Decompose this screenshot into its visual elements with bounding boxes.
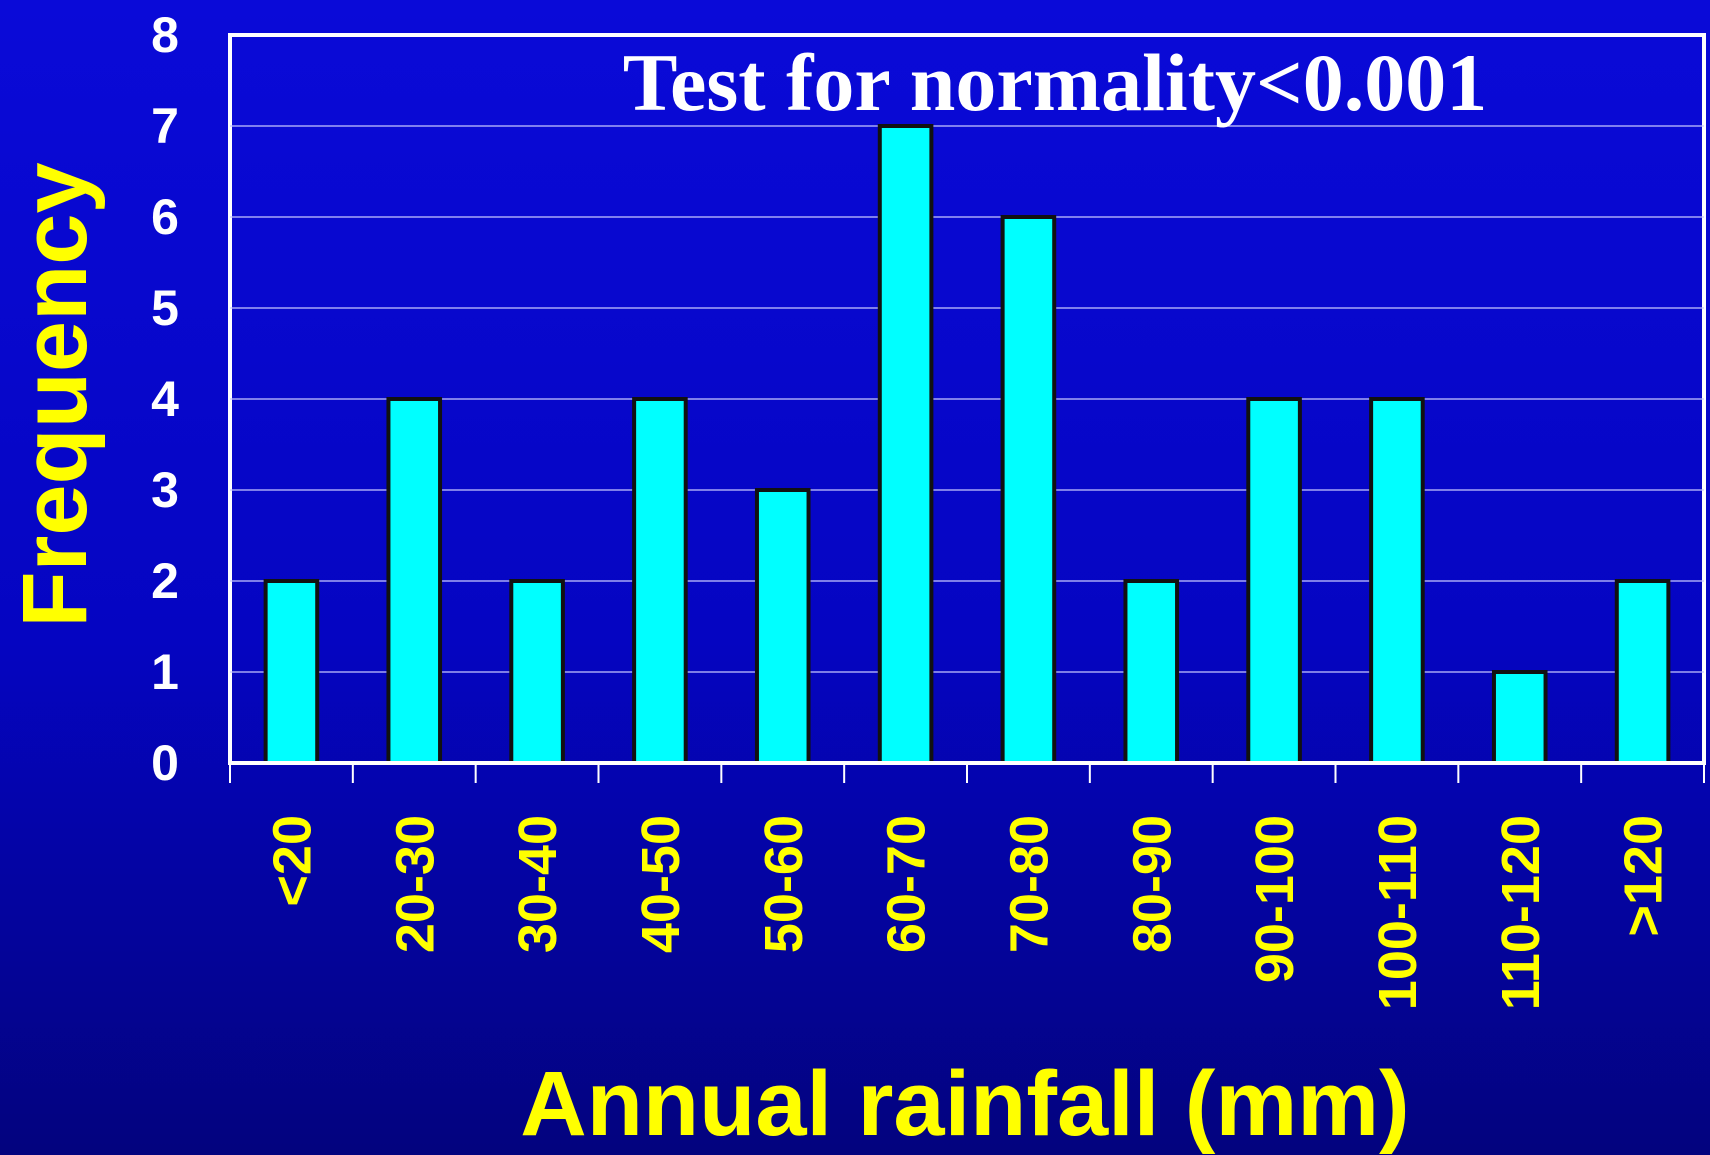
y-tick-label: 3 xyxy=(151,462,179,518)
x-tick-label: 100-110 xyxy=(1368,815,1428,1010)
y-tick-label: 7 xyxy=(151,98,179,154)
x-tick-label: 60-70 xyxy=(877,815,937,953)
x-axis-label: Annual rainfall (mm) xyxy=(520,1053,1409,1155)
bar xyxy=(263,579,320,765)
bar xyxy=(386,397,443,765)
y-tick-label: 1 xyxy=(151,644,179,700)
x-tick-label: 40-50 xyxy=(631,815,691,953)
y-tick-label: 5 xyxy=(151,280,179,336)
x-tick-label: <20 xyxy=(262,815,322,907)
x-tick-label: 50-60 xyxy=(754,815,814,953)
y-tick-label: 6 xyxy=(151,189,179,245)
bar xyxy=(1123,579,1180,765)
bars xyxy=(263,124,1671,765)
bar xyxy=(1246,397,1302,765)
bar xyxy=(1369,397,1425,765)
y-tick-label: 0 xyxy=(151,735,179,791)
y-axis-ticks: 0 1 2 3 4 5 6 7 8 xyxy=(151,7,179,791)
x-tick-label: 70-80 xyxy=(999,815,1059,953)
bar xyxy=(1000,215,1057,765)
x-axis-ticks: <20 20-30 30-40 40-50 50-60 60-70 70-80 80-90 90… xyxy=(262,815,1673,1010)
x-tick-label: >120 xyxy=(1614,815,1674,937)
bar xyxy=(877,124,934,765)
bar xyxy=(1491,670,1548,765)
x-tick-label: 110-120 xyxy=(1491,815,1551,1010)
x-tick-label: 90-100 xyxy=(1245,815,1305,983)
grid-lines xyxy=(230,125,1704,673)
bar xyxy=(1614,579,1671,765)
x-tick-label: 30-40 xyxy=(508,815,568,953)
x-tick-label: 80-90 xyxy=(1122,815,1182,953)
x-axis xyxy=(229,761,1705,783)
y-tick-label: 4 xyxy=(151,371,179,427)
bar xyxy=(754,488,811,765)
y-tick-label: 8 xyxy=(151,7,179,63)
bar xyxy=(632,397,688,765)
annotation-normality-test: Test for normality<0.001 xyxy=(623,37,1487,128)
bar xyxy=(509,579,565,765)
x-tick-label: 20-30 xyxy=(385,815,445,953)
y-axis-label: Frequency xyxy=(4,162,106,627)
y-tick-label: 2 xyxy=(151,553,179,609)
